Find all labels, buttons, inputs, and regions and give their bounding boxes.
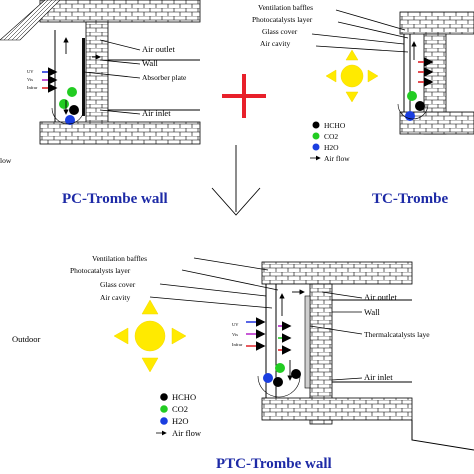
pc-absorber-plate bbox=[82, 38, 85, 116]
ptc-leader-glass bbox=[159, 283, 267, 297]
ptc-leader-cavity bbox=[149, 296, 273, 309]
ptc-radiation-arrows: UV Vis Infrar bbox=[232, 317, 292, 355]
pc-panel: UV Vis Infrar Air outlet Wall Absorber p… bbox=[0, 0, 201, 207]
pc-air-outlet-label: Air outlet bbox=[142, 44, 175, 54]
ptc-legend: HCHO CO2 H2O Air flow bbox=[156, 392, 202, 438]
tc-floor bbox=[399, 111, 474, 135]
ptc-molecule-cluster bbox=[257, 363, 301, 398]
ptc-air-outlet-label: Air outlet bbox=[364, 292, 397, 302]
ptc-uv-label: UV bbox=[232, 322, 239, 327]
ptc-legend-co2: CO2 bbox=[172, 404, 188, 414]
ptc-ground-line bbox=[411, 420, 474, 451]
tc-legend-hcho: HCHO bbox=[324, 121, 346, 130]
pc-molecule-cluster bbox=[51, 87, 85, 125]
tc-legend-co2-marker bbox=[312, 132, 320, 140]
tc-roof bbox=[399, 11, 474, 35]
ptc-panel: Outdoor UV Vis Infrar bbox=[12, 254, 474, 472]
ptc-legend-h2o: H2O bbox=[172, 416, 189, 426]
tc-sun-icon bbox=[325, 49, 379, 103]
ptc-vis-label: Vis bbox=[232, 332, 238, 337]
plus-operator bbox=[222, 74, 266, 118]
ptc-thermalcatalysts-layer bbox=[304, 295, 311, 389]
tc-panel: Ventilation baffles Photocatalysts layer… bbox=[252, 3, 474, 207]
tc-leader-glass bbox=[311, 33, 405, 45]
pc-roof bbox=[39, 0, 201, 23]
ptc-outdoor-label: Outdoor bbox=[12, 334, 41, 344]
tc-glass-label: Glass cover bbox=[262, 27, 298, 36]
tc-caption: TC-Trombe bbox=[372, 191, 448, 207]
ptc-baffles-label: Ventilation baffles bbox=[92, 254, 147, 263]
pc-absorber-label: Absorber plate bbox=[142, 73, 187, 82]
tc-leader-cavity bbox=[315, 45, 409, 53]
tc-molecule-cluster bbox=[397, 91, 429, 121]
tc-photocatalysts-label: Photocatalysts layer bbox=[252, 15, 313, 24]
pc-wall-label: Wall bbox=[142, 58, 158, 68]
tc-leader-photocatalysts bbox=[337, 21, 409, 39]
ptc-photocatalysts-label: Photocatalysts layer bbox=[70, 266, 131, 275]
ptc-leader-photocatalysts bbox=[181, 269, 279, 291]
ptc-leader-thermal bbox=[309, 325, 363, 335]
pc-caption: PC-Trombe wall bbox=[62, 191, 168, 207]
ptc-legend-hcho-marker bbox=[160, 393, 168, 401]
pc-low-label: low bbox=[0, 156, 12, 165]
pc-leader-outlet bbox=[99, 39, 141, 51]
ptc-leader-outlet bbox=[321, 291, 363, 299]
pc-leader-inlet bbox=[99, 109, 141, 115]
tc-legend-h2o-marker bbox=[312, 143, 320, 151]
pc-air-inlet-label: Air inlet bbox=[142, 108, 171, 118]
pc-infrared-label: Infrar bbox=[27, 85, 38, 90]
tc-leader-baffles bbox=[335, 9, 406, 31]
tc-baffles-label: Ventilation baffles bbox=[258, 3, 313, 12]
ptc-thermal-label: Thermalcatalysts laye bbox=[364, 330, 430, 339]
pc-glass-frame bbox=[0, 0, 61, 41]
pc-radiation-arrows: UV Vis Infrar bbox=[27, 67, 58, 93]
ptc-floor bbox=[261, 397, 413, 421]
ptc-cavity-label: Air cavity bbox=[100, 293, 130, 302]
ptc-sun-icon bbox=[113, 299, 187, 373]
tc-legend-co2: CO2 bbox=[324, 132, 338, 141]
ptc-wall-label: Wall bbox=[364, 307, 380, 317]
pc-leader-absorber bbox=[83, 71, 141, 79]
ptc-legend-co2-marker bbox=[160, 405, 168, 413]
pc-leader-wall bbox=[99, 59, 141, 65]
tc-cavity-label: Air cavity bbox=[260, 39, 290, 48]
pc-uv-label: UV bbox=[27, 69, 34, 74]
tc-legend: HCHO CO2 H2O Air flow bbox=[310, 121, 350, 163]
ptc-glass-label: Glass cover bbox=[100, 280, 136, 289]
ptc-leader-baffles bbox=[193, 257, 269, 271]
ptc-legend-h2o-marker bbox=[160, 417, 168, 425]
ptc-leader-inlet bbox=[331, 377, 363, 381]
tc-legend-airflow: Air flow bbox=[324, 154, 350, 163]
tc-legend-hcho-marker bbox=[312, 121, 320, 129]
ptc-air-inlet-label: Air inlet bbox=[364, 372, 393, 382]
ptc-legend-airflow: Air flow bbox=[172, 428, 202, 438]
ptc-roof bbox=[261, 261, 413, 285]
down-arrow-operator bbox=[211, 145, 261, 216]
ptc-caption: PTC-Trombe wall bbox=[216, 456, 332, 472]
tc-legend-h2o: H2O bbox=[324, 143, 339, 152]
ptc-legend-hcho: HCHO bbox=[172, 392, 196, 402]
tc-radiation-arrows bbox=[418, 57, 434, 87]
ptc-infrared-label: Infrar bbox=[232, 342, 243, 347]
pc-vis-label: Vis bbox=[27, 77, 33, 82]
pc-floor bbox=[39, 121, 201, 145]
